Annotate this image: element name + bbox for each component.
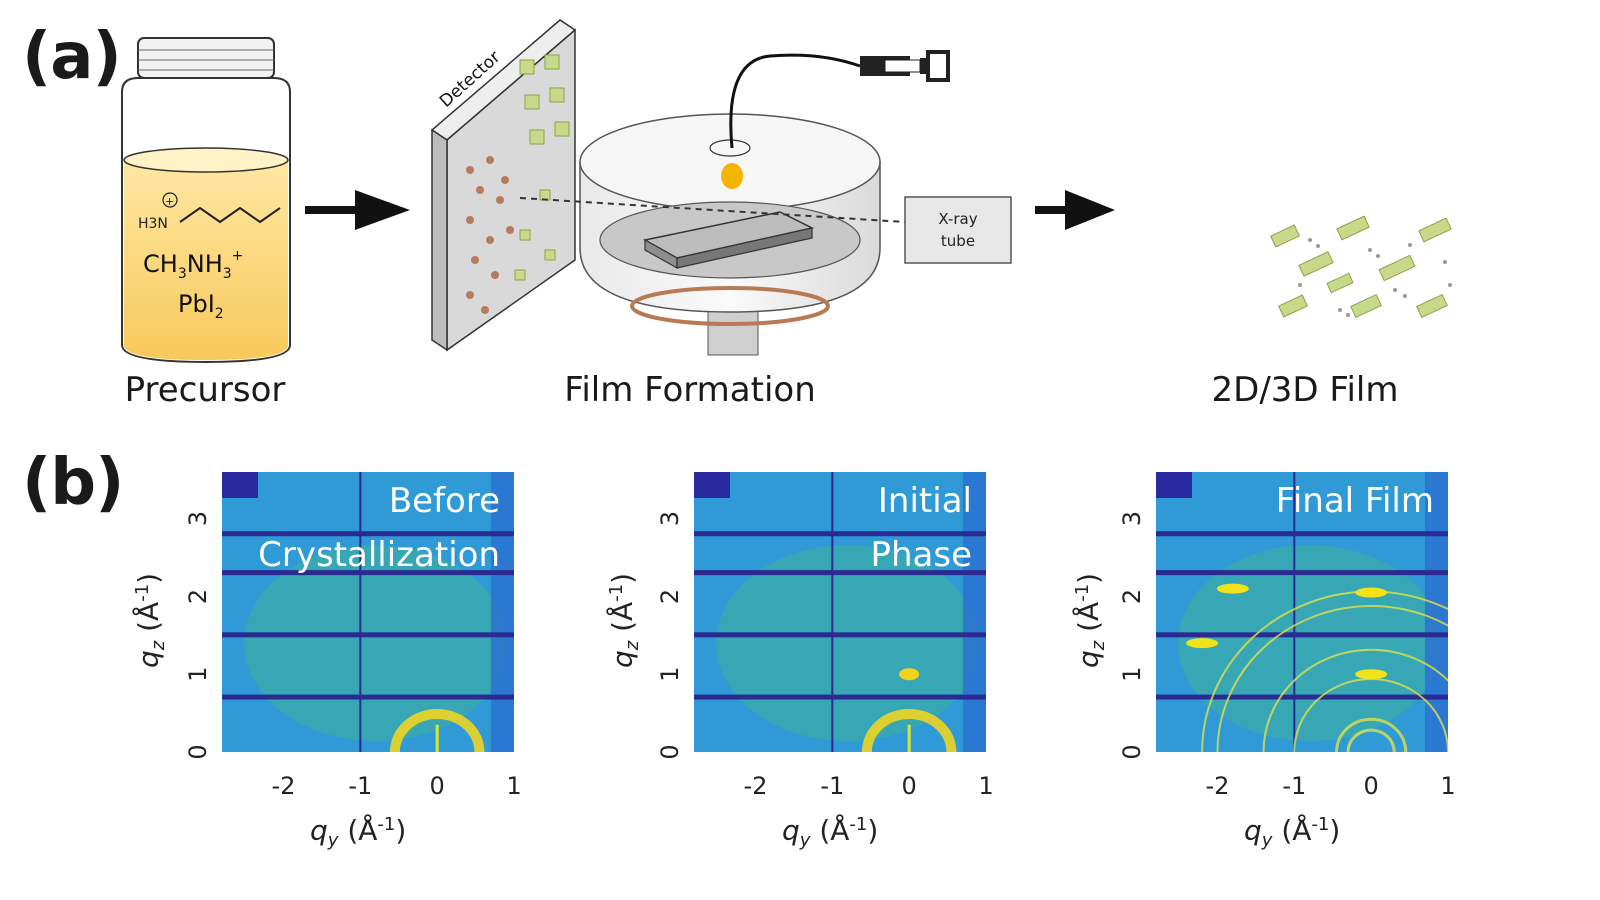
detector-gap bbox=[694, 632, 986, 638]
heatmap-annotation: Before bbox=[389, 481, 500, 521]
diffraction-ring bbox=[1216, 605, 1448, 752]
beamstop-corner bbox=[1156, 472, 1192, 498]
detector-gap bbox=[222, 570, 514, 576]
y-tick-label: 3 bbox=[184, 511, 212, 526]
y-tick-label: 1 bbox=[184, 667, 212, 682]
diffraction-ring bbox=[1346, 728, 1396, 752]
film-formation-caption: Film Formation bbox=[564, 370, 816, 410]
beamstop-corner bbox=[222, 472, 258, 498]
detector-gap bbox=[694, 694, 986, 700]
ylabel-1: qz (Å-1) bbox=[131, 573, 169, 668]
y-tick-label: 1 bbox=[656, 667, 684, 682]
panel-a-label: (a) bbox=[22, 20, 122, 94]
diffuse-scatter bbox=[716, 545, 980, 742]
beamstop-corner bbox=[694, 472, 730, 498]
heatmap-annotation: Phase bbox=[870, 535, 972, 575]
detector-gap bbox=[1156, 531, 1448, 537]
x-tick-label: -1 bbox=[820, 772, 844, 800]
x-ray-tube-box bbox=[904, 196, 1012, 264]
x-tick-label: 0 bbox=[1364, 772, 1379, 800]
precursor-jar bbox=[121, 37, 291, 364]
y-tick-label: 0 bbox=[656, 744, 684, 759]
heatmap-annotation: Crystallization bbox=[258, 535, 500, 575]
diffraction-ring bbox=[1262, 648, 1448, 752]
y-tick-label: 2 bbox=[184, 589, 212, 604]
detector-gap bbox=[694, 531, 986, 537]
x-tick-label: -1 bbox=[1282, 772, 1306, 800]
diffraction-spot bbox=[899, 668, 920, 681]
y-tick-label: 3 bbox=[1118, 511, 1146, 526]
scattering-ring bbox=[861, 709, 957, 752]
detector-gap bbox=[1156, 694, 1448, 700]
panel-b-label: (b) bbox=[22, 446, 124, 520]
y-tick-label: 0 bbox=[1118, 744, 1146, 759]
detector-gap bbox=[222, 694, 514, 700]
heatmap-annotation: Final Film bbox=[1276, 481, 1434, 521]
diffraction-spot bbox=[1355, 587, 1388, 598]
detector-edge bbox=[962, 472, 986, 752]
x-tick-label: -2 bbox=[1206, 772, 1230, 800]
syringe-icon bbox=[860, 50, 950, 82]
ylabel-2: qz (Å-1) bbox=[605, 573, 643, 668]
x-tick-label: -2 bbox=[272, 772, 296, 800]
y-tick-label: 3 bbox=[656, 511, 684, 526]
xlabel-1: qy (Å-1) bbox=[310, 813, 406, 851]
y-tick-label: 2 bbox=[656, 589, 684, 604]
xlabel-3: qy (Å-1) bbox=[1244, 813, 1340, 851]
diffraction-spot bbox=[1216, 583, 1249, 594]
x-ray-tube-label: tube bbox=[941, 232, 975, 250]
scattering-ring bbox=[389, 709, 485, 752]
arrow-right-icon bbox=[305, 190, 410, 230]
y-tick-label: 1 bbox=[1118, 667, 1146, 682]
ylabel-3: qz (Å-1) bbox=[1071, 573, 1109, 668]
y-tick-label: 2 bbox=[1118, 589, 1146, 604]
film-caption: 2D/3D Film bbox=[1211, 370, 1399, 410]
svg-text:H3N: H3N bbox=[138, 216, 168, 232]
x-tick-label: -2 bbox=[744, 772, 768, 800]
detector-gap bbox=[222, 632, 514, 638]
diffraction-spot bbox=[1186, 638, 1219, 649]
arrow-right-icon bbox=[1035, 190, 1115, 230]
detector-edge bbox=[490, 472, 514, 752]
x-tick-label: 1 bbox=[1440, 772, 1455, 800]
detector-edge bbox=[1424, 472, 1448, 752]
diffraction-ring bbox=[1335, 717, 1408, 752]
svg-text:+: + bbox=[165, 195, 174, 208]
heatmap-3: Final Film -2 -1 0 1 0 1 2 3 bbox=[1118, 472, 1456, 800]
xlabel-2: qy (Å-1) bbox=[782, 813, 878, 851]
detector-gap bbox=[222, 531, 514, 537]
precursor-caption: Precursor bbox=[124, 370, 286, 410]
film-crystal-cluster bbox=[1270, 215, 1452, 319]
x-tick-label: 1 bbox=[506, 772, 521, 800]
diffuse-scatter bbox=[244, 545, 508, 742]
spin-coater-chamber bbox=[519, 53, 906, 356]
x-tick-label: 1 bbox=[978, 772, 993, 800]
diffraction-ring bbox=[1293, 678, 1448, 752]
y-tick-label: 0 bbox=[184, 744, 212, 759]
x-tick-label: -1 bbox=[348, 772, 372, 800]
x-tick-label: 0 bbox=[430, 772, 445, 800]
detector-gap bbox=[694, 570, 986, 576]
diffraction-spot bbox=[1355, 669, 1388, 680]
film-organic-dots bbox=[1298, 238, 1452, 317]
detector-gap bbox=[1156, 570, 1448, 576]
detector-gap bbox=[1156, 632, 1448, 638]
butylammonium-molecule: H3N + bbox=[138, 192, 281, 232]
heatmap-annotation: Initial bbox=[878, 481, 972, 521]
detector-panel bbox=[430, 19, 577, 352]
x-ray-label: X-ray bbox=[938, 210, 977, 228]
x-tick-label: 0 bbox=[902, 772, 917, 800]
